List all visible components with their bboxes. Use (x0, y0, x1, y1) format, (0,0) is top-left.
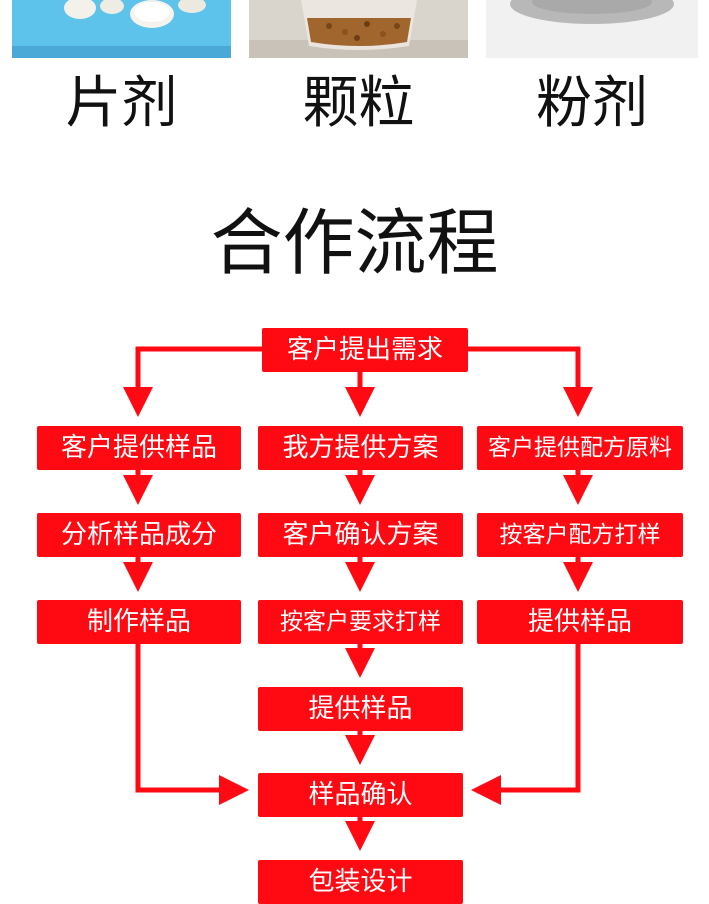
flow-step-mid-3: 按客户要求打样 (258, 600, 463, 644)
flow-step-mid-4: 提供样品 (258, 687, 463, 731)
powder-image (486, 0, 698, 58)
flow-step-packaging-design: 包装设计 (258, 860, 463, 904)
flow-step-right-1: 客户提供配方原料 (477, 426, 683, 470)
flow-step-left-2: 分析样品成分 (37, 513, 241, 557)
tablets-photo (12, 0, 231, 58)
connector-top-left (123, 346, 262, 417)
flow-step-client-request: 客户提出需求 (262, 328, 468, 372)
section-title: 合作流程 (210, 201, 499, 285)
connector-top-right (468, 346, 593, 417)
flow-step-sample-confirm: 样品确认 (258, 773, 463, 817)
powder-photo (486, 0, 698, 58)
flow-step-mid-1: 我方提供方案 (258, 426, 463, 470)
product-label-powder: 粉剂 (536, 71, 648, 136)
connector-right-to-confirm (471, 643, 581, 805)
product-label-tablets: 片剂 (65, 71, 178, 136)
flow-step-left-1: 客户提供样品 (37, 426, 241, 470)
flow-step-mid-2: 客户确认方案 (258, 513, 463, 557)
flow-step-left-3: 制作样品 (37, 600, 241, 644)
tablets-image (12, 0, 231, 58)
connector-left-to-confirm (135, 643, 249, 805)
granules-image (249, 0, 468, 58)
flow-step-right-2: 按客户配方打样 (477, 513, 683, 557)
flow-step-right-3: 提供样品 (477, 600, 683, 644)
granules-photo (249, 0, 468, 58)
product-label-granules: 颗粒 (302, 71, 415, 136)
